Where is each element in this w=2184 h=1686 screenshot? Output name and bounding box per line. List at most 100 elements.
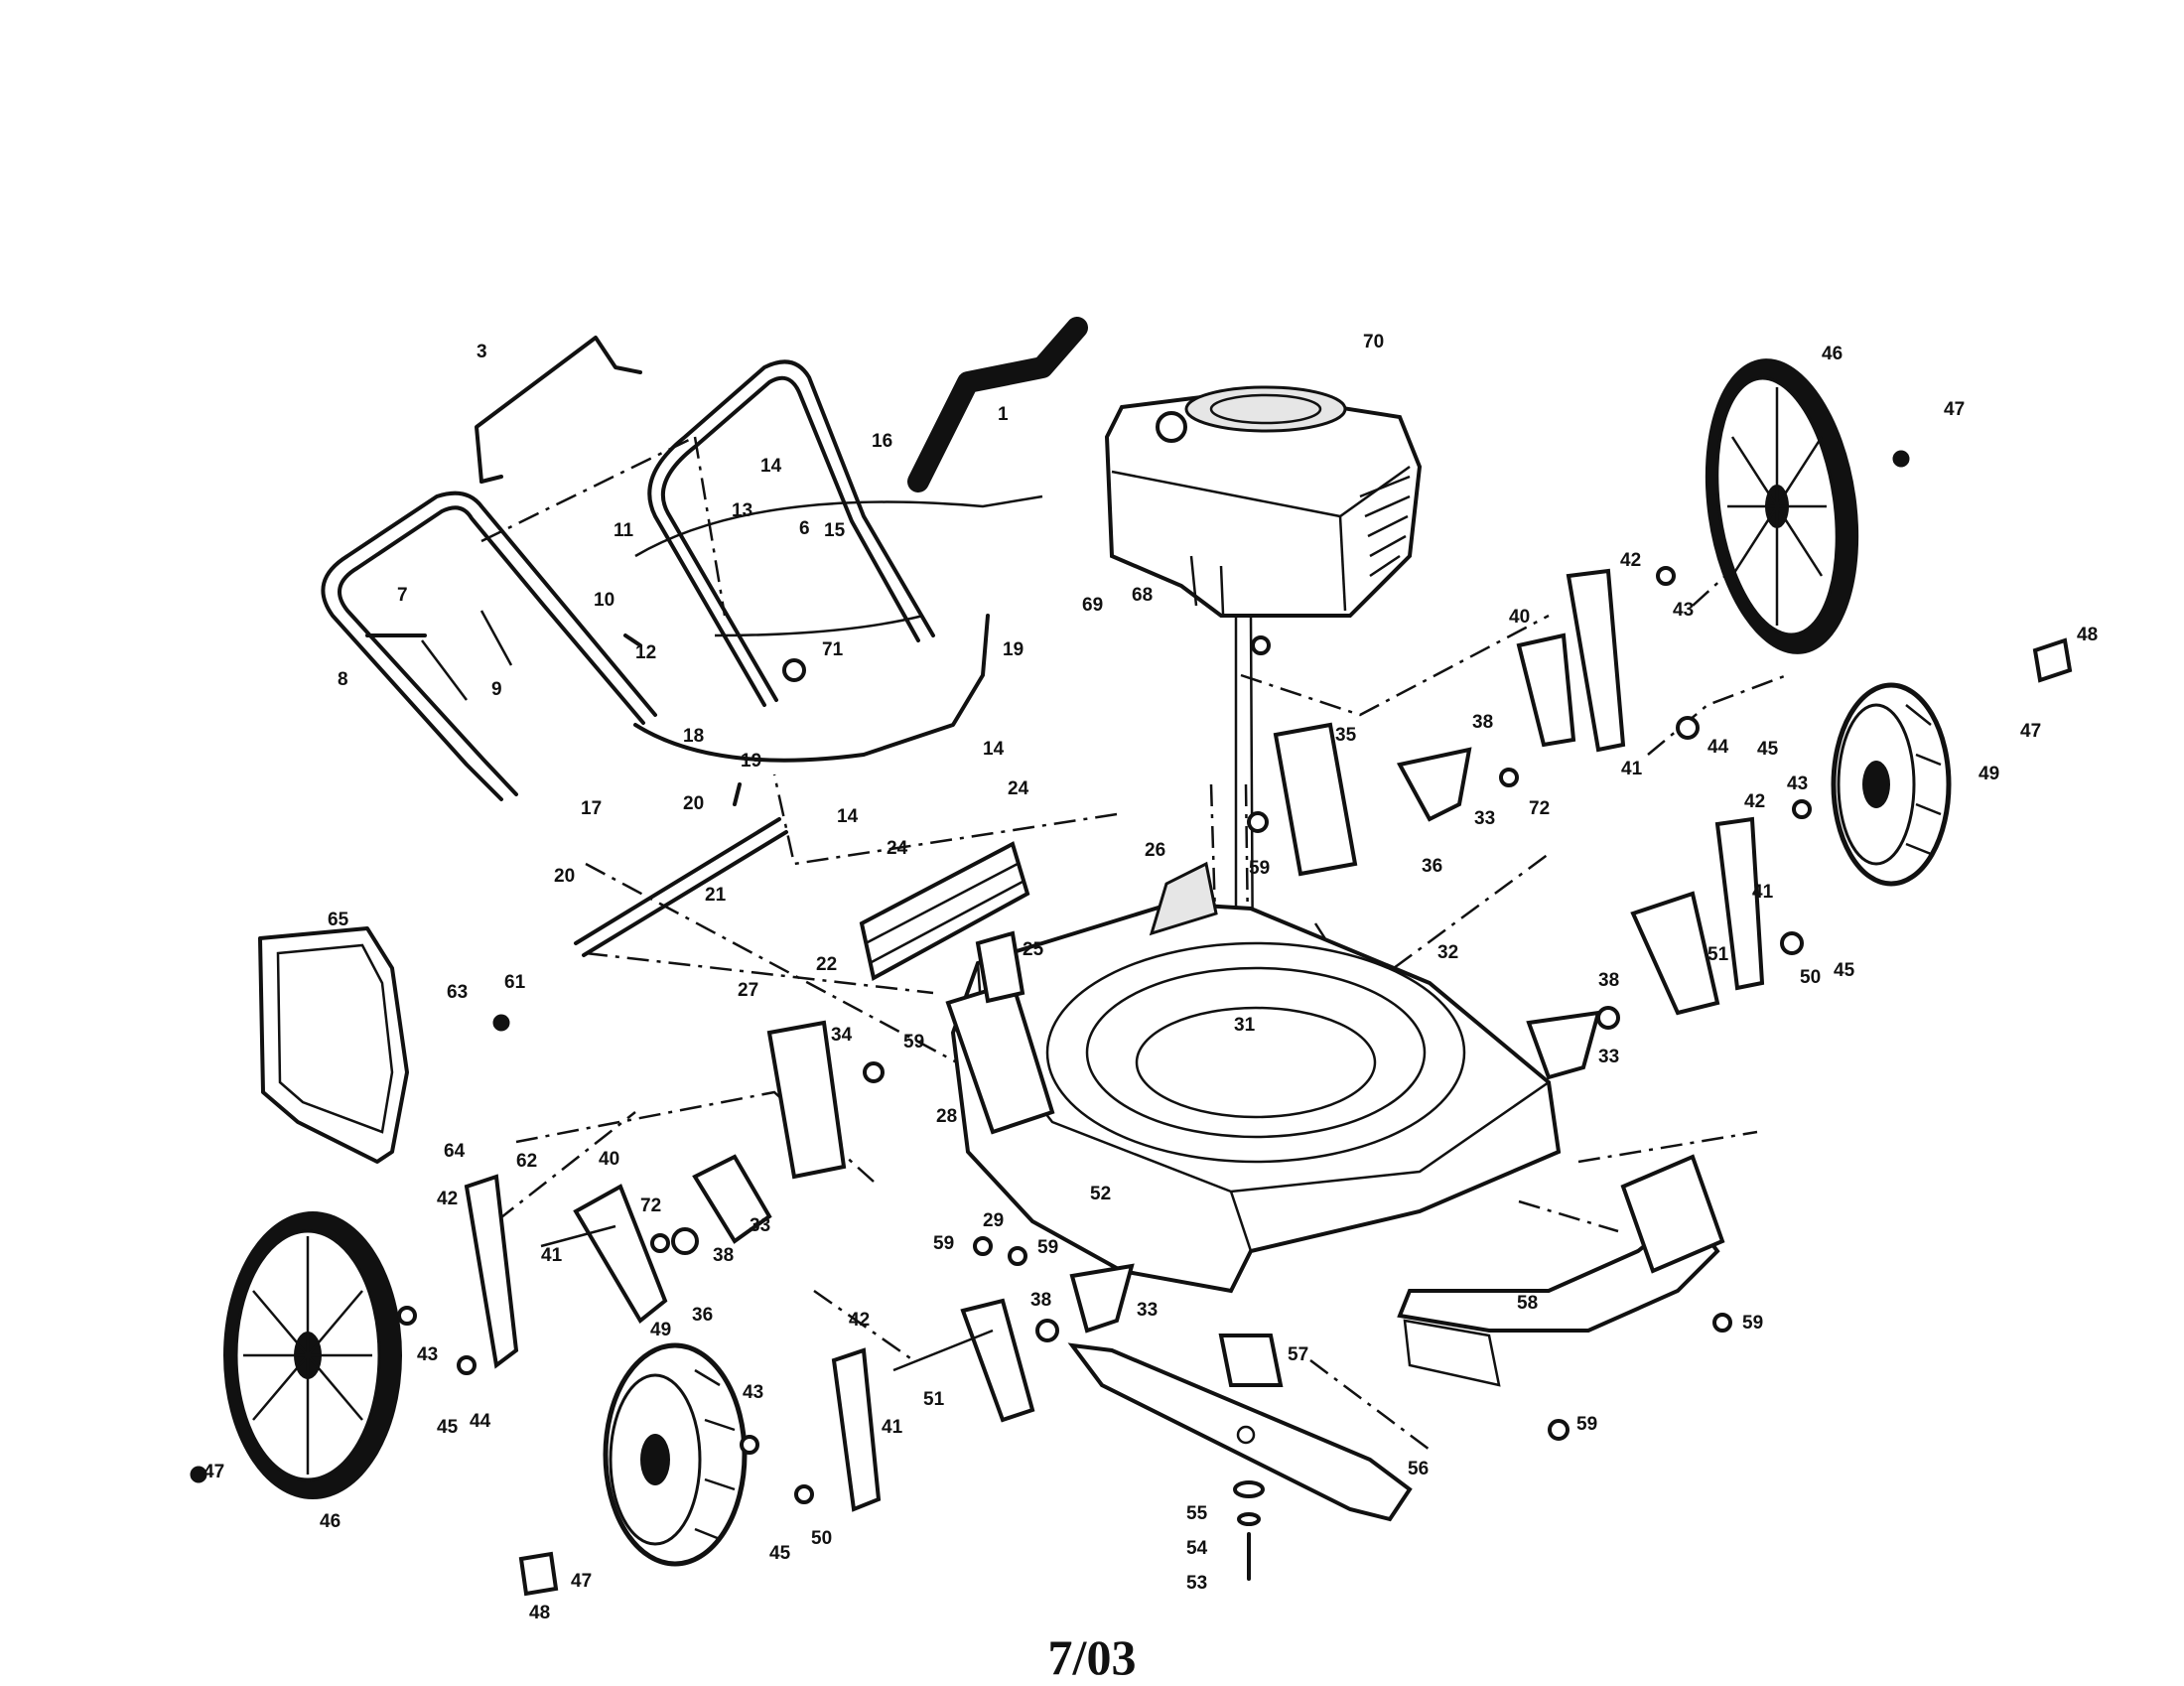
callout-45b: 45 [1834,960,1855,981]
callout-56: 56 [1408,1459,1429,1479]
callout-33c: 33 [750,1215,770,1236]
callout-36b: 36 [692,1305,713,1326]
rear-flap [258,926,409,1164]
callout-41a: 41 [1621,759,1643,779]
callout-29: 29 [983,1210,1004,1231]
callout-52: 52 [1090,1184,1111,1204]
hardware-fasteners [190,450,1910,1504]
callout-42c: 42 [437,1189,458,1209]
hubcap-48-bottom [518,1551,559,1597]
callout-10: 10 [594,590,614,611]
sector-gears [692,747,1601,1334]
callout-38d: 38 [1030,1290,1051,1311]
height-plates [766,722,1358,1180]
callout-14b: 14 [983,739,1005,760]
callout-33d: 33 [1137,1300,1158,1321]
callout-69: 69 [1082,595,1103,616]
callout-59a: 59 [1249,858,1270,879]
rear-bracket [945,930,1055,1135]
callout-42d: 42 [849,1310,870,1331]
callout-47c: 47 [204,1462,224,1482]
callout-45c: 45 [437,1417,459,1438]
callout-46a: 46 [1822,344,1843,364]
callout-70: 70 [1363,332,1384,352]
callout-61: 61 [504,972,526,993]
callout-58: 58 [1517,1293,1538,1314]
callout-72b: 72 [640,1195,661,1216]
wheel-49-bottom [603,1342,748,1567]
callout-19b: 19 [741,751,761,772]
callout-54: 54 [1186,1538,1208,1559]
callout-47d: 47 [571,1571,592,1592]
callout-28: 28 [936,1106,957,1127]
callout-45a: 45 [1757,739,1779,760]
callout-41c: 41 [541,1245,563,1266]
callout-48b: 48 [529,1603,550,1623]
callout-59c: 59 [933,1233,954,1254]
callout-71: 71 [822,639,844,660]
callout-24b: 24 [887,838,908,859]
callout-17: 17 [581,798,602,819]
callout-labels: 1 3 6 7 8 9 10 11 12 13 14 14 14 15 16 1… [204,332,2098,1623]
callout-59d: 59 [1037,1237,1058,1258]
callout-7: 7 [397,585,408,606]
callout-44b: 44 [470,1411,491,1432]
callout-20b: 20 [554,866,575,887]
callout-40a: 40 [1509,607,1530,628]
callout-63: 63 [447,982,468,1003]
callout-19a: 19 [1003,639,1024,660]
callout-26: 26 [1145,840,1165,861]
callout-50b: 50 [811,1528,832,1549]
wheels [223,358,2073,1597]
callout-43c: 43 [417,1344,438,1365]
hubcap-48-top [2032,637,2073,683]
wheel-arms [464,568,1765,1512]
callout-46b: 46 [320,1511,341,1532]
rear-baffle [859,841,1030,982]
callout-44a: 44 [1707,737,1729,758]
callout-64: 64 [444,1141,466,1162]
wheel-49-top [1831,682,1952,887]
callout-14c: 14 [837,806,859,827]
callout-22: 22 [816,954,837,975]
callout-40b: 40 [599,1149,619,1170]
revision-date-footer: 7/03 [1047,1629,1137,1685]
callout-24a: 24 [1008,778,1029,799]
callout-55: 55 [1186,1503,1208,1524]
control-bar [475,336,642,484]
callout-42a: 42 [1620,550,1641,571]
upper-handle [634,359,1043,707]
callout-33b: 33 [1598,1047,1619,1067]
callout-59b: 59 [903,1032,924,1053]
callout-8: 8 [338,669,348,690]
callout-47b: 47 [2020,721,2041,742]
callout-68: 68 [1132,585,1153,606]
callout-49b: 49 [650,1320,671,1340]
callout-12: 12 [635,642,656,663]
callout-59f: 59 [1576,1414,1597,1435]
callout-51b: 51 [923,1389,945,1410]
callout-9: 9 [491,679,502,700]
callout-59e: 59 [1742,1313,1763,1334]
callout-38b: 38 [1598,970,1619,991]
rear-axle-rod [574,817,788,957]
callout-21: 21 [705,885,727,906]
callout-35: 35 [1335,725,1357,746]
callout-41d: 41 [882,1417,903,1438]
callout-25: 25 [1023,939,1044,960]
callout-72a: 72 [1529,798,1550,819]
callout-47a: 47 [1944,399,1965,420]
callout-27: 27 [738,980,758,1001]
callout-36a: 36 [1422,856,1442,877]
callout-42b: 42 [1744,791,1765,812]
callout-38a: 38 [1472,712,1493,733]
callout-11: 11 [614,520,634,541]
callout-32: 32 [1437,942,1458,963]
callout-43d: 43 [743,1382,763,1403]
callout-41b: 41 [1752,882,1774,903]
callout-57: 57 [1288,1344,1308,1365]
callout-50a: 50 [1800,967,1821,988]
callout-48a: 48 [2077,625,2098,645]
callout-16: 16 [872,431,892,452]
